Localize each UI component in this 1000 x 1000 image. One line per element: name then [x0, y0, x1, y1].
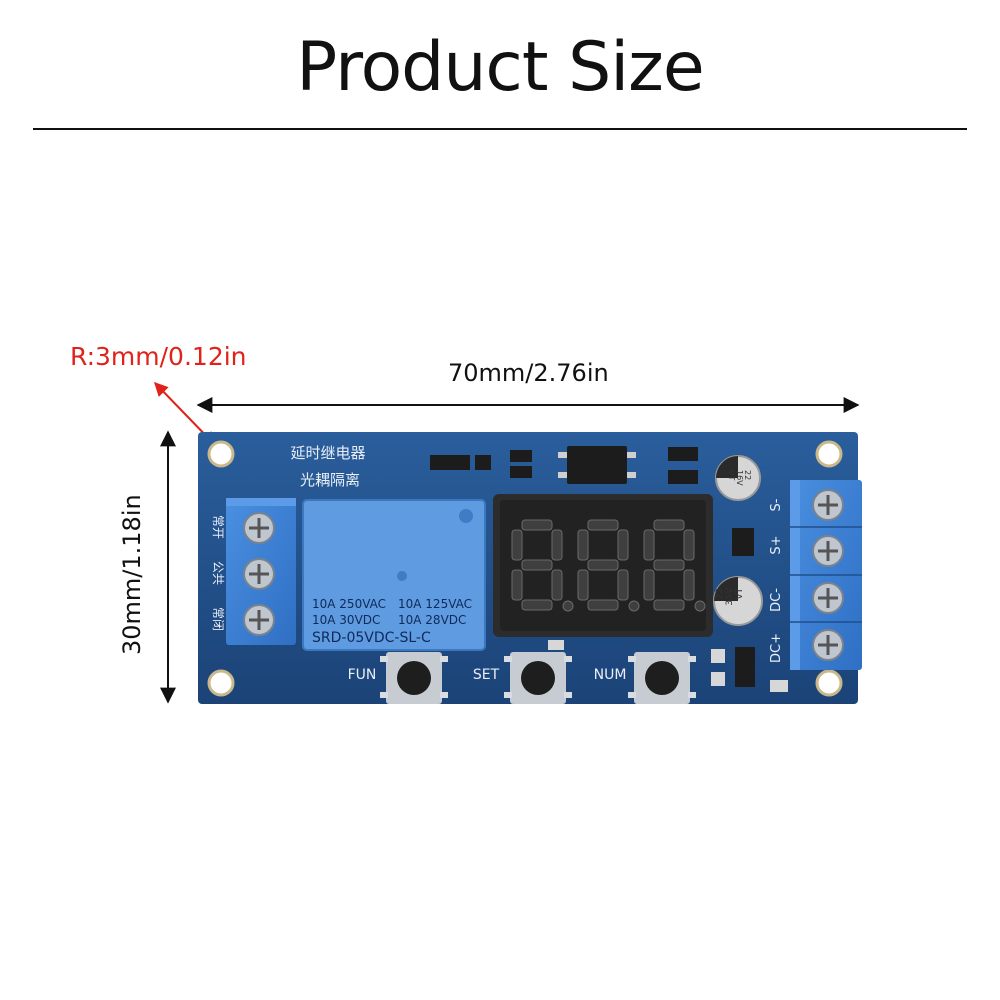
- button-label-set: SET: [473, 667, 500, 683]
- smd-resistor: [510, 466, 532, 478]
- terminal-label-dc-plus: DC+: [769, 633, 784, 663]
- display-digit: [511, 519, 574, 612]
- mounting-hole: [815, 669, 843, 697]
- relay-rating-1b: 10A 125VAC: [398, 597, 472, 611]
- cap-bottom-voltage: 35V: [725, 587, 735, 605]
- relay-rating-2b: 10A 28VDC: [398, 613, 466, 627]
- mounting-hole: [815, 440, 843, 468]
- terminal-screw: [243, 512, 275, 544]
- relay-rating-2a: 10A 30VDC: [312, 613, 380, 627]
- num-button: [628, 652, 696, 704]
- smd-chip: [475, 455, 491, 470]
- relay-rating-1a: 10A 250VAC: [312, 597, 386, 611]
- terminal-screw: [812, 535, 844, 567]
- board-heading-line1: 延时继电器: [290, 444, 365, 462]
- smd-resistor: [711, 649, 725, 663]
- title-divider: [33, 128, 967, 130]
- mounting-hole: [207, 440, 235, 468]
- terminal-label-com: 公共: [211, 561, 225, 585]
- cap-top-brand: VT: [727, 470, 736, 480]
- smd-resistor: [548, 640, 564, 650]
- cap-top-value: 22: [743, 470, 752, 480]
- width-dimension-label: 70mm/2.76in: [448, 359, 609, 387]
- relay-module-board: 延时继电器 光耦隔离 常开 公共 常闭 10A 250VAC 10A 125VA…: [198, 432, 862, 704]
- mounting-hole: [207, 669, 235, 697]
- page-title: Product Size: [296, 28, 704, 107]
- terminal-screw: [812, 629, 844, 661]
- smd-chip: [732, 528, 754, 556]
- radius-dimension-label: R:3mm/0.12in: [70, 342, 247, 371]
- terminal-label-no: 常开: [211, 515, 225, 539]
- display-digit: [643, 519, 706, 612]
- smd-resistor: [510, 450, 532, 462]
- relay-model: SRD-05VDC-SL-C: [312, 630, 431, 646]
- smd-led: [770, 680, 788, 692]
- smd-chip: [668, 447, 698, 461]
- left-terminal-block: [226, 498, 296, 645]
- smd-chip: [430, 455, 470, 470]
- cap-top-voltage: 16V: [735, 470, 744, 486]
- terminal-screw: [812, 582, 844, 614]
- electrolytic-capacitor-bottom: 22 35V VT: [713, 576, 763, 626]
- terminal-screw: [243, 558, 275, 590]
- smd-chip: [668, 470, 698, 484]
- smd-resistor: [711, 672, 725, 686]
- terminal-screw: [812, 489, 844, 521]
- cap-bottom-value: 22: [715, 588, 725, 599]
- terminal-label-s-minus: S-: [769, 498, 784, 511]
- terminal-screw: [243, 604, 275, 636]
- terminal-label-nc: 常闭: [211, 607, 225, 631]
- terminal-label-s-plus: S+: [769, 535, 784, 554]
- fun-button: [380, 652, 448, 704]
- board-heading-line2: 光耦隔离: [300, 471, 360, 489]
- smd-diode: [735, 647, 755, 687]
- terminal-label-dc-minus: DC-: [769, 588, 784, 612]
- display-digit: [577, 519, 640, 612]
- cap-bottom-brand: VT: [735, 587, 745, 599]
- electrolytic-capacitor-top: 22 16V VT: [715, 455, 761, 501]
- relay-component: 10A 250VAC 10A 125VAC 10A 30VDC 10A 28VD…: [302, 499, 486, 651]
- button-label-num: NUM: [594, 667, 627, 683]
- optocoupler-chip: [567, 446, 627, 484]
- button-label-fun: FUN: [348, 667, 377, 683]
- display-digits: [511, 519, 706, 612]
- right-terminal-block: [790, 480, 862, 670]
- set-button: [504, 652, 572, 704]
